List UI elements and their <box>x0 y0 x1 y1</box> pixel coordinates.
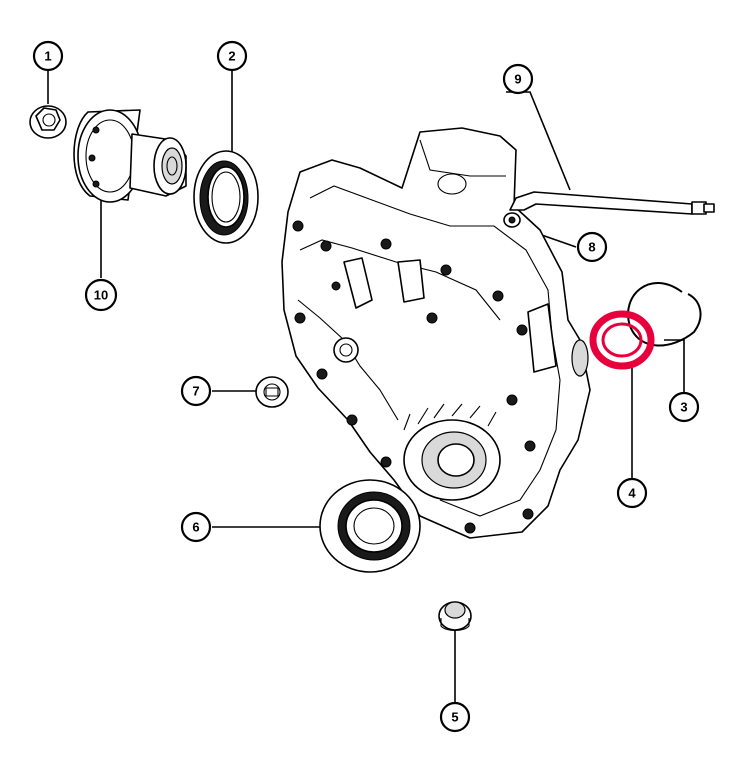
callout-1: 1 <box>32 40 64 72</box>
callout-8: 8 <box>576 231 608 263</box>
part-housing-case <box>281 127 591 539</box>
part-5-drain-plug <box>438 601 472 632</box>
part-6-seal <box>319 479 421 573</box>
callout-9-label: 9 <box>514 72 521 87</box>
callout-5: 5 <box>439 701 471 733</box>
callout-10-label: 10 <box>94 288 108 303</box>
part-10-flange-yoke <box>73 109 187 203</box>
callout-8-label: 8 <box>588 240 595 255</box>
part-4-seal-highlighted <box>589 310 655 370</box>
callout-9: 9 <box>502 63 534 95</box>
callout-4: 4 <box>616 477 648 509</box>
housing-bolts <box>292 220 536 534</box>
callout-3: 3 <box>668 391 700 423</box>
callout-7-label: 7 <box>192 384 199 399</box>
part-1-nut <box>29 105 67 139</box>
callout-6: 6 <box>180 511 212 543</box>
part-8-vent-fitting <box>503 212 521 228</box>
callout-2-label: 2 <box>228 49 235 64</box>
callout-2: 2 <box>216 40 248 72</box>
part-9-vent-tube <box>509 191 715 215</box>
callout-6-label: 6 <box>192 520 199 535</box>
leader-lines <box>47 71 685 702</box>
callout-7: 7 <box>180 375 212 407</box>
callout-4-label: 4 <box>628 486 636 501</box>
callout-3-label: 3 <box>680 400 687 415</box>
part-2-seal <box>193 150 259 244</box>
leader-3 <box>664 339 685 392</box>
callout-5-label: 5 <box>451 710 458 725</box>
callout-1-label: 1 <box>44 49 51 64</box>
part-7-plug <box>255 376 289 408</box>
callout-10: 10 <box>84 278 118 312</box>
